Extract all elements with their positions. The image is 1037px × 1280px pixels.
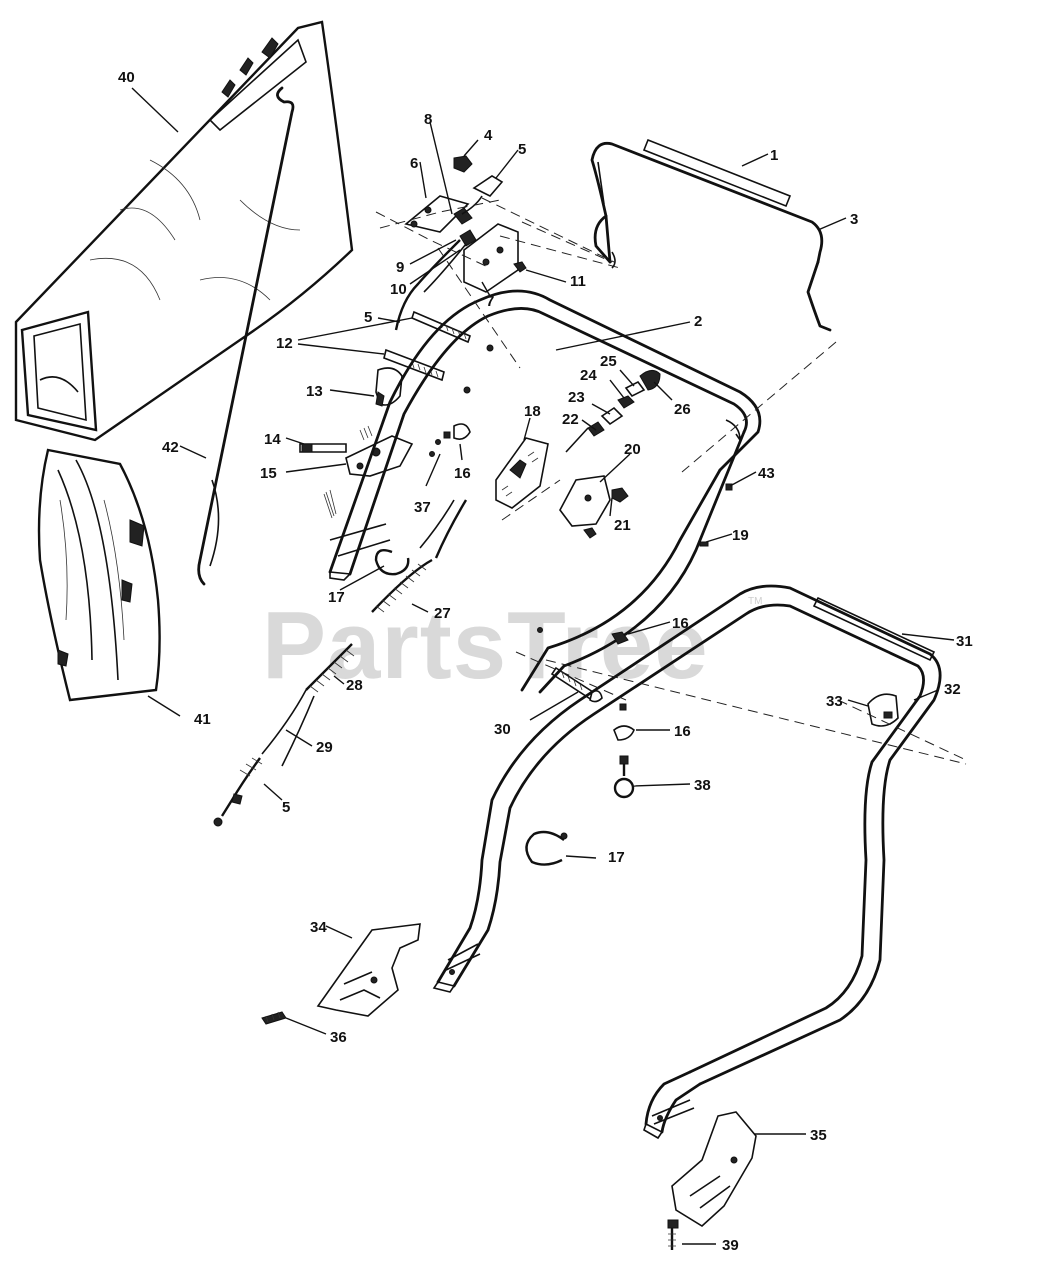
- callout-39: 39: [722, 1237, 739, 1254]
- upper-handle: [328, 289, 762, 694]
- callout-27: 27: [434, 605, 451, 622]
- callout-18: 18: [524, 403, 541, 420]
- bag-frame-rod: [197, 86, 295, 586]
- assembly-lines: [375, 197, 967, 765]
- callout-19: 19: [732, 527, 749, 544]
- callout-25: 25: [600, 353, 617, 370]
- control-cable: [213, 499, 468, 827]
- grass-catcher-bag: [14, 20, 354, 442]
- callout-12: 12: [276, 335, 293, 352]
- control-bar: [590, 138, 832, 332]
- callout-26: 26: [674, 401, 691, 418]
- callout-4: 4: [484, 127, 493, 144]
- lower-handle: [432, 584, 942, 1140]
- watermark-trademark: TM: [748, 596, 762, 607]
- callout-24: 24: [580, 367, 597, 384]
- callout-3: 3: [850, 211, 858, 228]
- callout-30: 30: [494, 721, 511, 738]
- callout-2: 2: [694, 313, 702, 330]
- cable-bracket: [495, 437, 549, 509]
- callout-38: 38: [694, 777, 711, 794]
- callout-37: 37: [414, 499, 431, 516]
- callout-10: 10: [390, 281, 407, 298]
- callout-5-mid: 5: [364, 309, 372, 326]
- adjustment-knob: [375, 367, 403, 407]
- leader-lines: [131, 87, 955, 1245]
- callout-9: 9: [396, 259, 404, 276]
- callout-36: 36: [330, 1029, 347, 1046]
- callout-23: 23: [568, 389, 585, 406]
- cable-bracket-assembly: [394, 155, 527, 331]
- callout-5-lower: 5: [282, 799, 290, 816]
- callout-13: 13: [306, 383, 323, 400]
- right-mount-bracket: [667, 1111, 757, 1250]
- callout-35: 35: [810, 1127, 827, 1144]
- callout-43: 43: [758, 465, 775, 482]
- callout-42: 42: [162, 439, 179, 456]
- callout-20: 20: [624, 441, 641, 458]
- callout-17-lower: 17: [608, 849, 625, 866]
- switch-stack: [565, 370, 661, 453]
- left-mount-bracket: [261, 923, 421, 1025]
- callout-1: 1: [770, 147, 778, 164]
- callout-6: 6: [410, 155, 418, 172]
- callout-29: 29: [316, 739, 333, 756]
- callout-22: 22: [562, 411, 579, 428]
- small-pins: [699, 483, 733, 547]
- callout-17-upper: 17: [328, 589, 345, 606]
- callout-11: 11: [570, 273, 586, 290]
- callout-7: 7: [486, 293, 494, 310]
- callout-21: 21: [614, 517, 631, 534]
- lower-bolt-stack: [550, 631, 635, 799]
- callout-16-lower: 16: [674, 723, 691, 740]
- callout-41: 41: [194, 711, 211, 728]
- callout-5-top: 5: [518, 141, 526, 158]
- callout-34: 34: [310, 919, 327, 936]
- spring-clip-lower: [525, 830, 568, 866]
- pivot-bracket: [559, 475, 629, 539]
- callout-16-mid: 16: [672, 615, 689, 632]
- callout-labels: 40 1 3 2 8 4 5 6 9 10 7 11 5 12 13 14 15…: [118, 69, 973, 1254]
- chute-deflector: [37, 448, 161, 702]
- callout-33: 33: [826, 693, 843, 710]
- callout-40: 40: [118, 69, 135, 86]
- callout-14: 14: [264, 431, 281, 448]
- callout-31: 31: [956, 633, 973, 650]
- callout-32: 32: [944, 681, 961, 698]
- handle-bracket-left: [299, 425, 414, 519]
- spring-clip-upper: [374, 549, 410, 576]
- callout-8: 8: [424, 111, 432, 128]
- callout-15: 15: [260, 465, 277, 482]
- callout-16-upper: 16: [454, 465, 471, 482]
- callout-28: 28: [346, 677, 363, 694]
- small-hardware-upper: [429, 423, 471, 457]
